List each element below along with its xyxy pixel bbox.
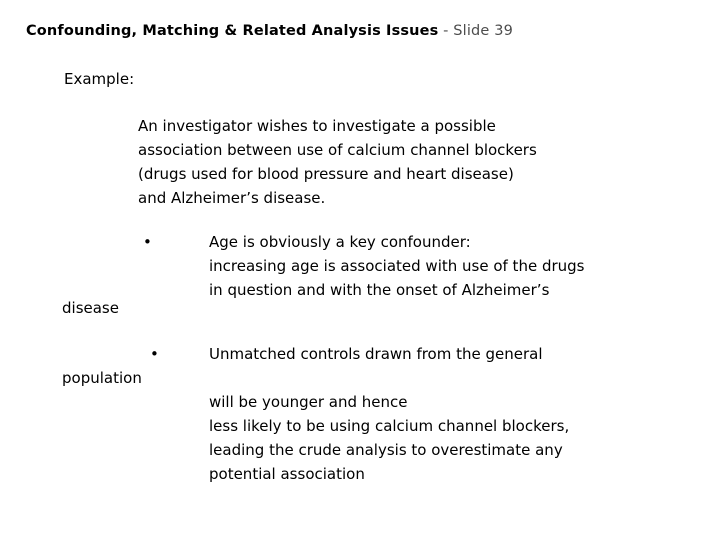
- paragraph-line: and Alzheimer’s disease.: [138, 189, 326, 207]
- bullet-item-age: Age is obviously a key confounder: incre…: [209, 230, 679, 302]
- bullet-item-unmatched: Unmatched controls drawn from the genera…: [209, 345, 543, 363]
- slide-title-main: Confounding, Matching & Related Analysis…: [26, 23, 439, 39]
- bullet-line: leading the crude analysis to overestima…: [209, 441, 563, 459]
- bullet-continuation: will be younger and hence less likely to…: [209, 390, 679, 486]
- bullet-line: potential association: [209, 465, 365, 483]
- bullet-line: will be younger and hence: [209, 393, 408, 411]
- bullet-line: Age is obviously a key confounder:: [209, 233, 471, 251]
- example-paragraph: An investigator wishes to investigate a …: [138, 114, 658, 210]
- bullet-wrap-word-disease: disease: [62, 299, 119, 317]
- bullet-wrap-word-population: population: [62, 369, 142, 387]
- bullet-marker-icon: •: [150, 345, 159, 363]
- paragraph-line: (drugs used for blood pressure and heart…: [138, 165, 514, 183]
- bullet-marker-icon: •: [143, 233, 152, 251]
- slide-title: Confounding, Matching & Related Analysis…: [26, 20, 696, 42]
- example-label: Example:: [64, 70, 135, 88]
- paragraph-line: association between use of calcium chann…: [138, 141, 537, 159]
- bullet-line: increasing age is associated with use of…: [209, 257, 585, 275]
- slide-title-suffix: - Slide 39: [438, 23, 513, 39]
- bullet-line: less likely to be using calcium channel …: [209, 417, 570, 435]
- paragraph-line: An investigator wishes to investigate a …: [138, 117, 496, 135]
- bullet-line: in question and with the onset of Alzhei…: [209, 281, 550, 299]
